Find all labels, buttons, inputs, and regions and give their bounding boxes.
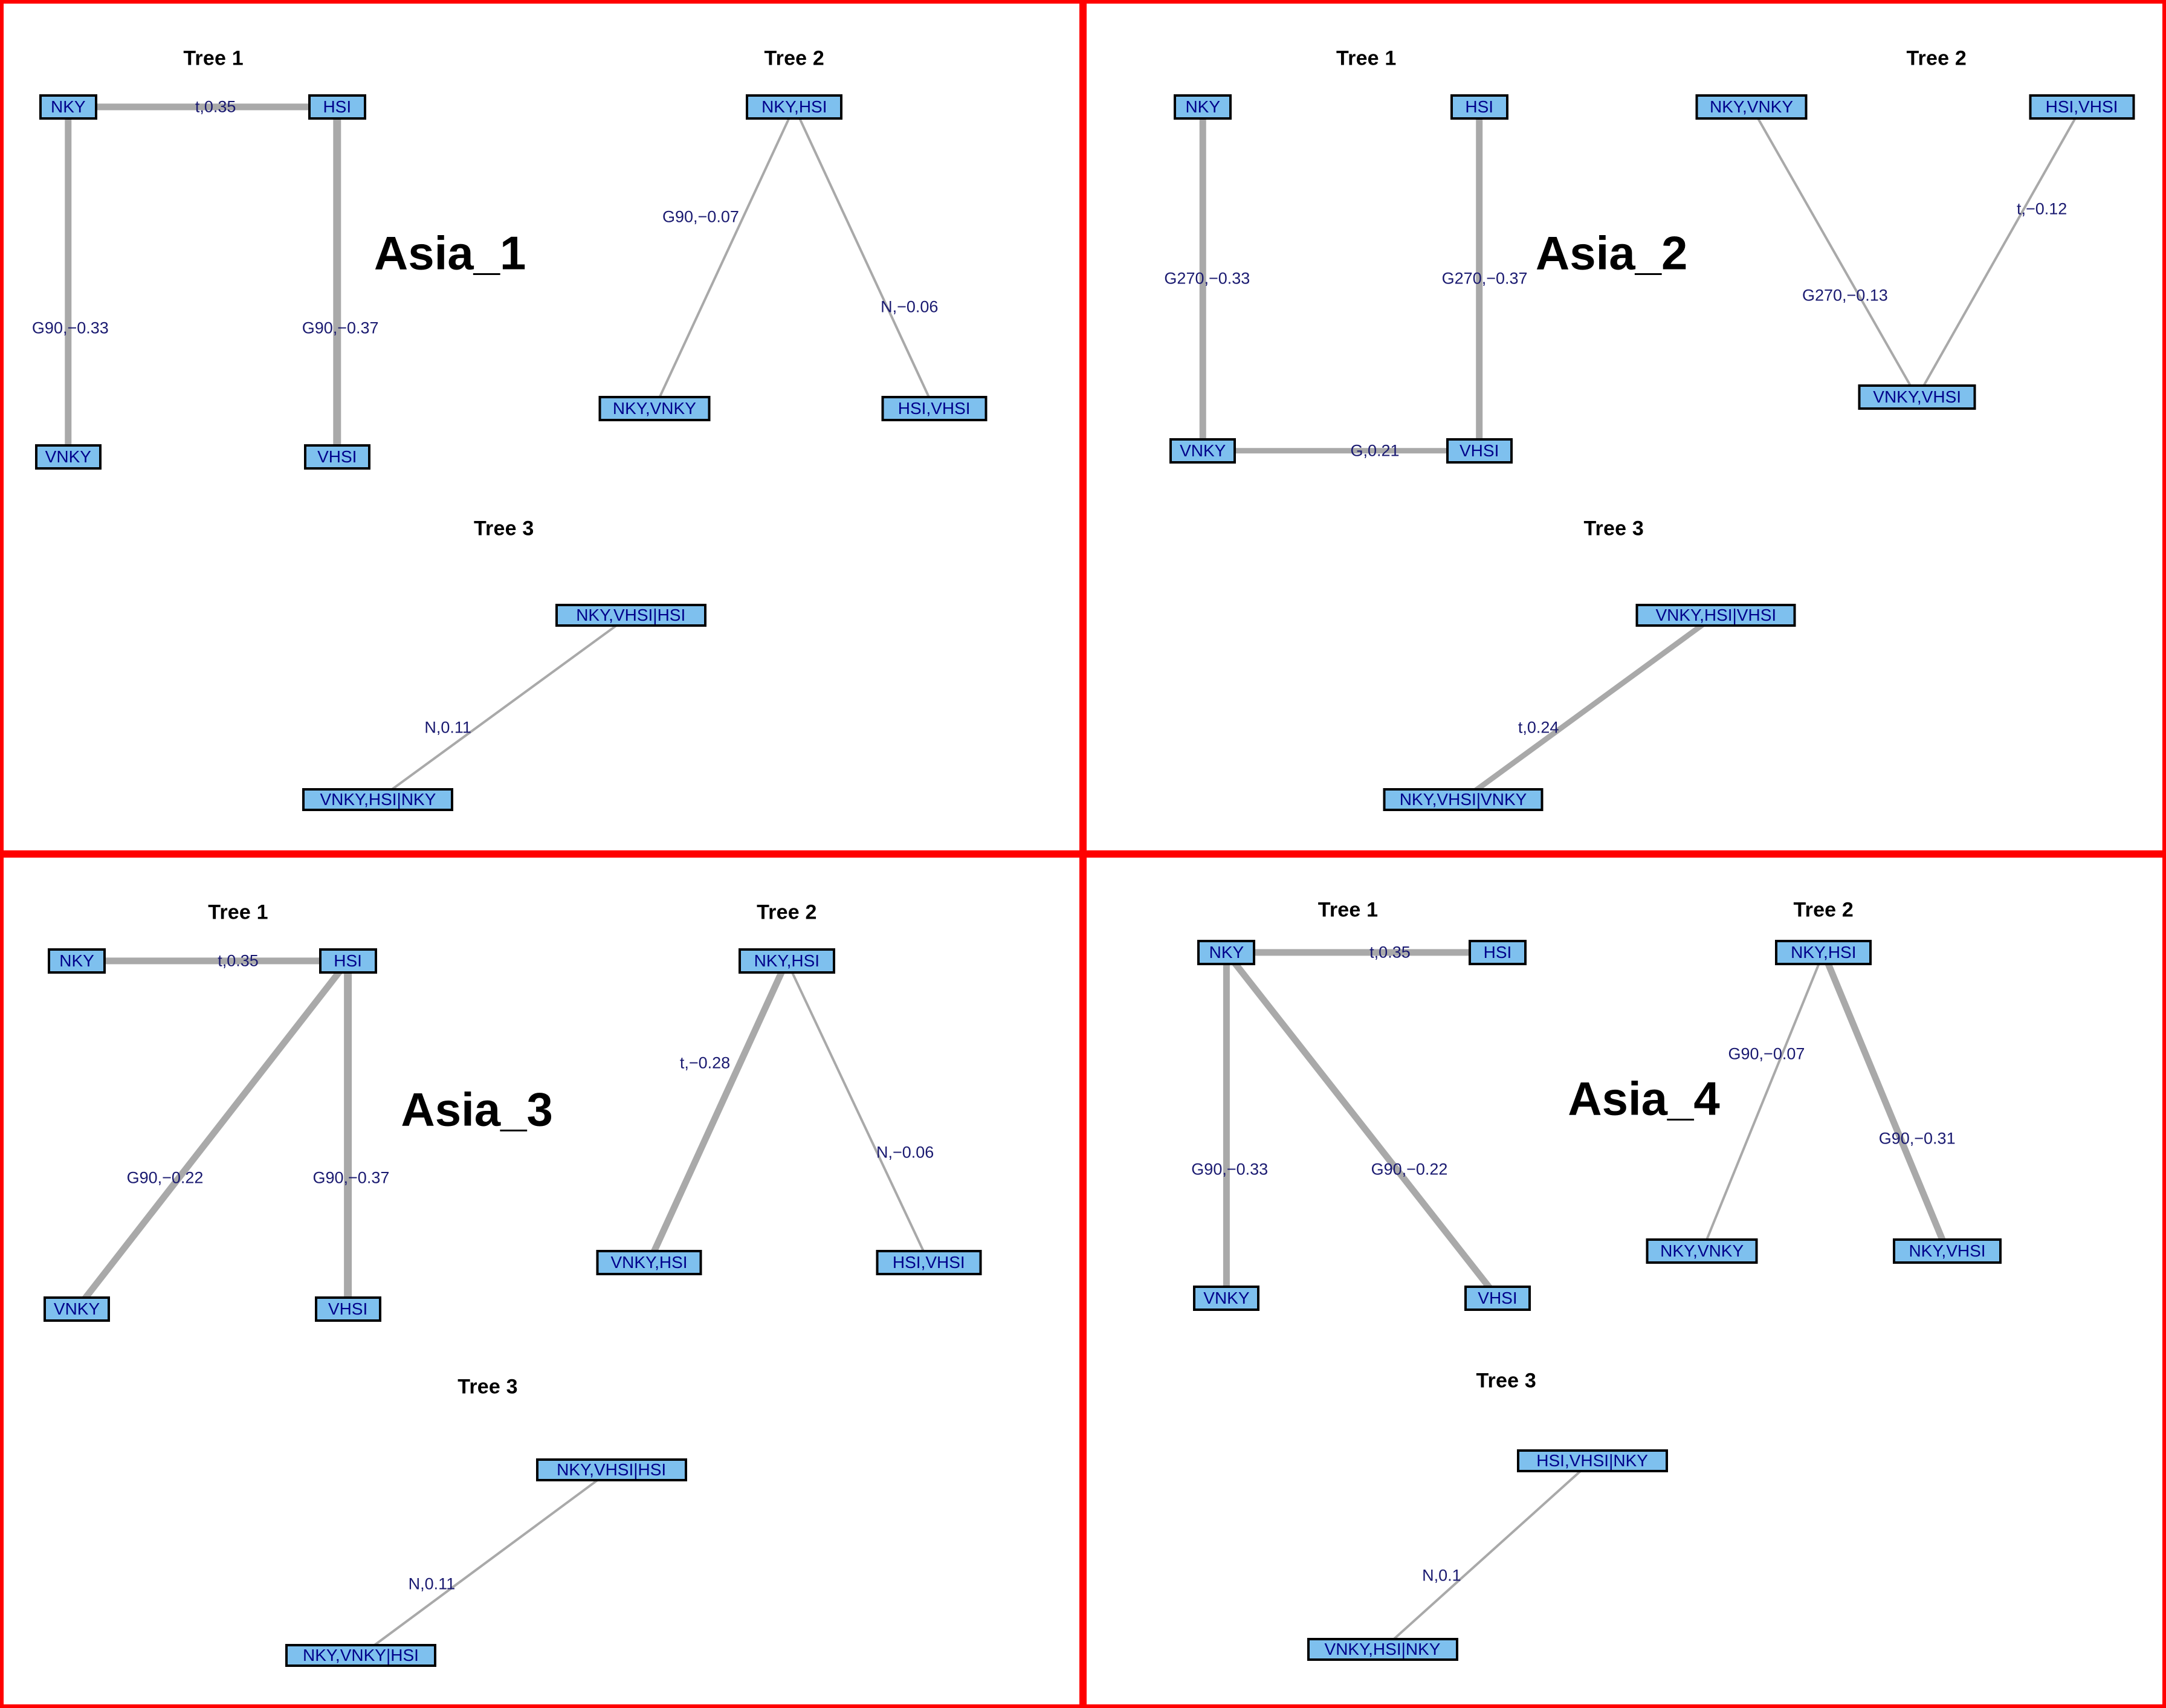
edge-label: N,0.11 [424, 718, 471, 737]
tree-node[interactable]: NKY [39, 94, 97, 120]
panel-title: Asia_3 [401, 1082, 553, 1136]
edge-label: G,0.21 [1350, 441, 1400, 460]
tree-edge [74, 959, 351, 1312]
tree-node[interactable]: NKY,HSI [746, 94, 843, 120]
tree-node[interactable]: HSI,VHSI [2029, 94, 2135, 120]
tree-edge [1916, 106, 2083, 398]
edges-layer [1199, 106, 2083, 802]
tree-node[interactable]: VHSI [314, 1296, 381, 1322]
tree-edge [793, 106, 936, 409]
tree-title: Tree 1 [208, 901, 268, 924]
tree-title: Tree 2 [757, 901, 817, 924]
tree-title: Tree 3 [473, 517, 534, 540]
tree-node[interactable]: NKY,VHSI [1893, 1238, 2002, 1264]
tree-node[interactable]: NKY,VHSI|HSI [535, 1458, 687, 1481]
tree-node[interactable]: VNKY,VHSI [1858, 384, 1976, 410]
tree-node[interactable]: NKY,VHSI|HSI [555, 603, 706, 627]
tree-node[interactable]: NKY,VHSI|VNKY [1383, 788, 1544, 811]
tree-edge [653, 106, 796, 409]
tree-node[interactable]: HSI [308, 94, 366, 120]
edge-label: G90,−0.33 [1191, 1160, 1269, 1179]
tree-title: Tree 2 [1793, 898, 1854, 922]
tree-edge [1224, 950, 1501, 1300]
tree-node[interactable]: NKY,HSI [738, 948, 835, 974]
tree-title: Tree 1 [1336, 47, 1397, 70]
tree-title: Tree 2 [764, 47, 825, 70]
edge-label: G90,−0.22 [1371, 1160, 1448, 1179]
edge-label: N,0.1 [1422, 1566, 1461, 1585]
tree-node[interactable]: VHSI [1446, 438, 1513, 464]
edge-label: G90,−0.22 [126, 1168, 204, 1187]
edge-label: G270,−0.13 [1802, 286, 1888, 305]
tree-edge [786, 960, 930, 1263]
tree-edge [360, 1469, 612, 1657]
panel-asia-2: Tree 1 NKY HSI VNKY VHSI G270,−0.33 G270,−0.37… [1083, 0, 2166, 854]
edges-layer [1223, 949, 1951, 1651]
tree-node[interactable]: HSI [1450, 94, 1508, 120]
tree-title: Tree 1 [1317, 898, 1379, 922]
edge-label: N,−0.06 [876, 1143, 934, 1162]
tree-node[interactable]: HSI,VHSI|NKY [1516, 1449, 1668, 1472]
tree-node[interactable]: VNKY,HSI|NKY [1307, 1637, 1458, 1661]
edge-label: G90,−0.37 [302, 319, 379, 337]
tree-edge [1461, 612, 1718, 802]
tree-title: Tree 3 [1583, 517, 1644, 540]
tree-title: Tree 1 [183, 47, 244, 70]
tree-title: Tree 3 [1476, 1369, 1536, 1393]
tree-node[interactable]: HSI [318, 948, 377, 974]
tree-node[interactable]: NKY,VNKY [1695, 94, 1808, 120]
tree-edge [1750, 106, 1918, 398]
edge-label: N,0.11 [408, 1574, 456, 1593]
edge-label: G270,−0.33 [1164, 269, 1250, 288]
tree-node[interactable]: NKY [1174, 94, 1232, 120]
tree-title: Tree 2 [1906, 47, 1967, 70]
tree-node[interactable]: VNKY [34, 444, 102, 470]
tree-node[interactable]: VNKY [1169, 438, 1237, 464]
tree-node[interactable]: NKY,VNKY|HSI [285, 1643, 436, 1667]
tree-edge [1382, 1460, 1593, 1651]
edge-label: G90,−0.07 [662, 207, 739, 226]
tree-node[interactable]: VNKY,HSI|VHSI [1635, 603, 1796, 627]
tree-node[interactable]: NKY,VNKY [598, 395, 711, 421]
tree-edge [377, 613, 632, 801]
edge-label: t,0.35 [1369, 943, 1411, 962]
tree-node[interactable]: VHSI [303, 444, 370, 470]
edge-label: G90,−0.33 [31, 319, 109, 337]
edge-label: t,0.35 [195, 97, 236, 116]
tree-node[interactable]: NKY [1197, 939, 1256, 965]
tree-node[interactable]: VNKY [1193, 1285, 1260, 1311]
tree-node[interactable]: VHSI [1464, 1285, 1531, 1311]
tree-node[interactable]: NKY,HSI [1775, 939, 1872, 965]
tree-title: Tree 3 [457, 1375, 518, 1399]
tree-node[interactable]: HSI,VHSI [881, 395, 988, 421]
edge-label: N,−0.06 [881, 297, 939, 316]
tree-edge [645, 959, 790, 1264]
edges-layer [65, 103, 936, 801]
tree-edge [1701, 952, 1825, 1252]
tree-node[interactable]: HSI [1468, 939, 1527, 965]
tree-node[interactable]: NKY,VNKY [1646, 1238, 1758, 1264]
tree-node[interactable]: VNKY,HSI|NKY [302, 788, 454, 811]
tree-edge [1820, 951, 1951, 1253]
edge-label: t,−0.12 [2016, 199, 2067, 218]
edges-layer [74, 957, 930, 1657]
tree-node[interactable]: NKY [48, 948, 106, 974]
tree-node[interactable]: HSI,VHSI [876, 1249, 982, 1275]
edge-label: t,0.24 [1518, 718, 1559, 737]
edge-label: G270,−0.37 [1441, 269, 1528, 288]
edge-label: G90,−0.07 [1728, 1044, 1805, 1063]
panel-title: Asia_1 [373, 226, 526, 280]
panel-title: Asia_4 [1568, 1072, 1720, 1125]
edge-label: G90,−0.37 [312, 1168, 390, 1187]
panel-title: Asia_2 [1535, 226, 1688, 280]
edge-label: t,−0.28 [679, 1053, 731, 1072]
tree-node[interactable]: VNKY [44, 1296, 111, 1322]
tree-node[interactable]: VNKY,HSI [596, 1249, 702, 1275]
edge-label: G90,−0.31 [1878, 1129, 1956, 1148]
edge-label: t,0.35 [218, 951, 259, 970]
